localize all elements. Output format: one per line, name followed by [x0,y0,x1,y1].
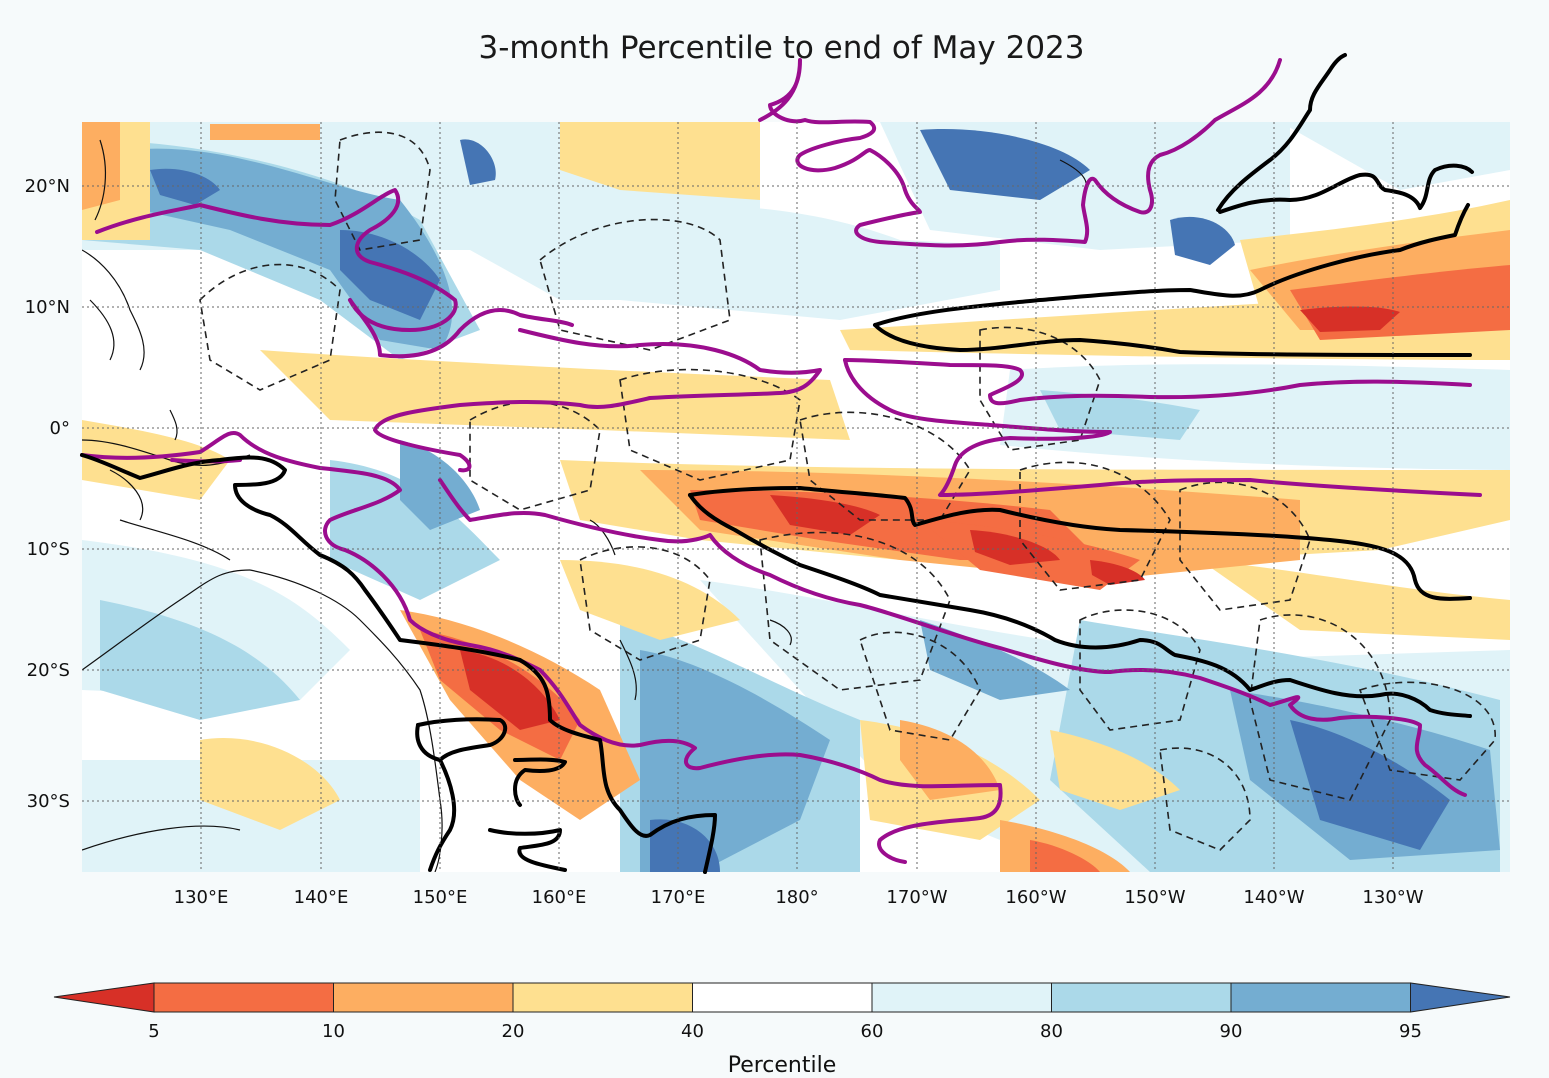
gridlines [82,122,1510,872]
x-axis-labels: 130°E 140°E 150°E 160°E 170°E 180° 170°W… [174,887,1424,908]
coastlines [82,139,1087,872]
percentile-field [82,122,1510,872]
colorbar-tick-label: 80 [1040,1021,1063,1042]
x-tick-label: 130°E [174,887,229,908]
y-axis-labels: 20°N 10°N 0° 10°S 20°S 30°S [25,176,70,812]
black-contours [80,53,1474,874]
colorbar-segment [512,982,693,1013]
colorbar-segment [871,982,1052,1013]
colorbar-tick-label: 10 [322,1021,345,1042]
colorbar-segment [333,982,514,1013]
x-tick-label: 180° [775,887,818,908]
colorbar-tick-label: 20 [502,1021,525,1042]
x-tick-label: 150°E [413,887,468,908]
colorbar-extend-high [1410,982,1511,1013]
y-tick-label: 20°N [25,176,70,197]
y-tick-label: 10°S [27,539,70,560]
y-tick-label: 10°N [25,297,70,318]
colorbar-segment [692,982,873,1013]
x-tick-label: 140°E [294,887,349,908]
y-tick-label: 0° [50,418,70,439]
colorbar-segment [153,982,334,1013]
x-tick-label: 160°E [532,887,587,908]
x-tick-label: 170°E [651,887,706,908]
chart-title: 3-month Percentile to end of May 2023 [478,30,1085,66]
colorbar-segment [1230,982,1411,1013]
y-tick-label: 30°S [27,791,70,812]
x-tick-label: 170°W [886,887,947,908]
y-tick-label: 20°S [27,660,70,681]
x-tick-label: 150°W [1124,887,1185,908]
colorbar-tick-label: 40 [681,1021,704,1042]
colorbar: 5 10 20 40 60 80 90 95 Percentile [53,982,1511,1078]
colorbar-segment [1051,982,1232,1013]
colorbar-title: Percentile [728,1053,837,1078]
purple-contours [80,58,1482,864]
colorbar-tick-label: 95 [1399,1021,1422,1042]
x-tick-label: 130°W [1362,887,1423,908]
colorbar-tick-label: 90 [1220,1021,1243,1042]
colorbar-extend-low [53,982,155,1013]
colorbar-tick-label: 5 [148,1021,159,1042]
x-tick-label: 140°W [1243,887,1304,908]
colorbar-tick-label: 60 [861,1021,884,1042]
x-tick-label: 160°W [1005,887,1066,908]
